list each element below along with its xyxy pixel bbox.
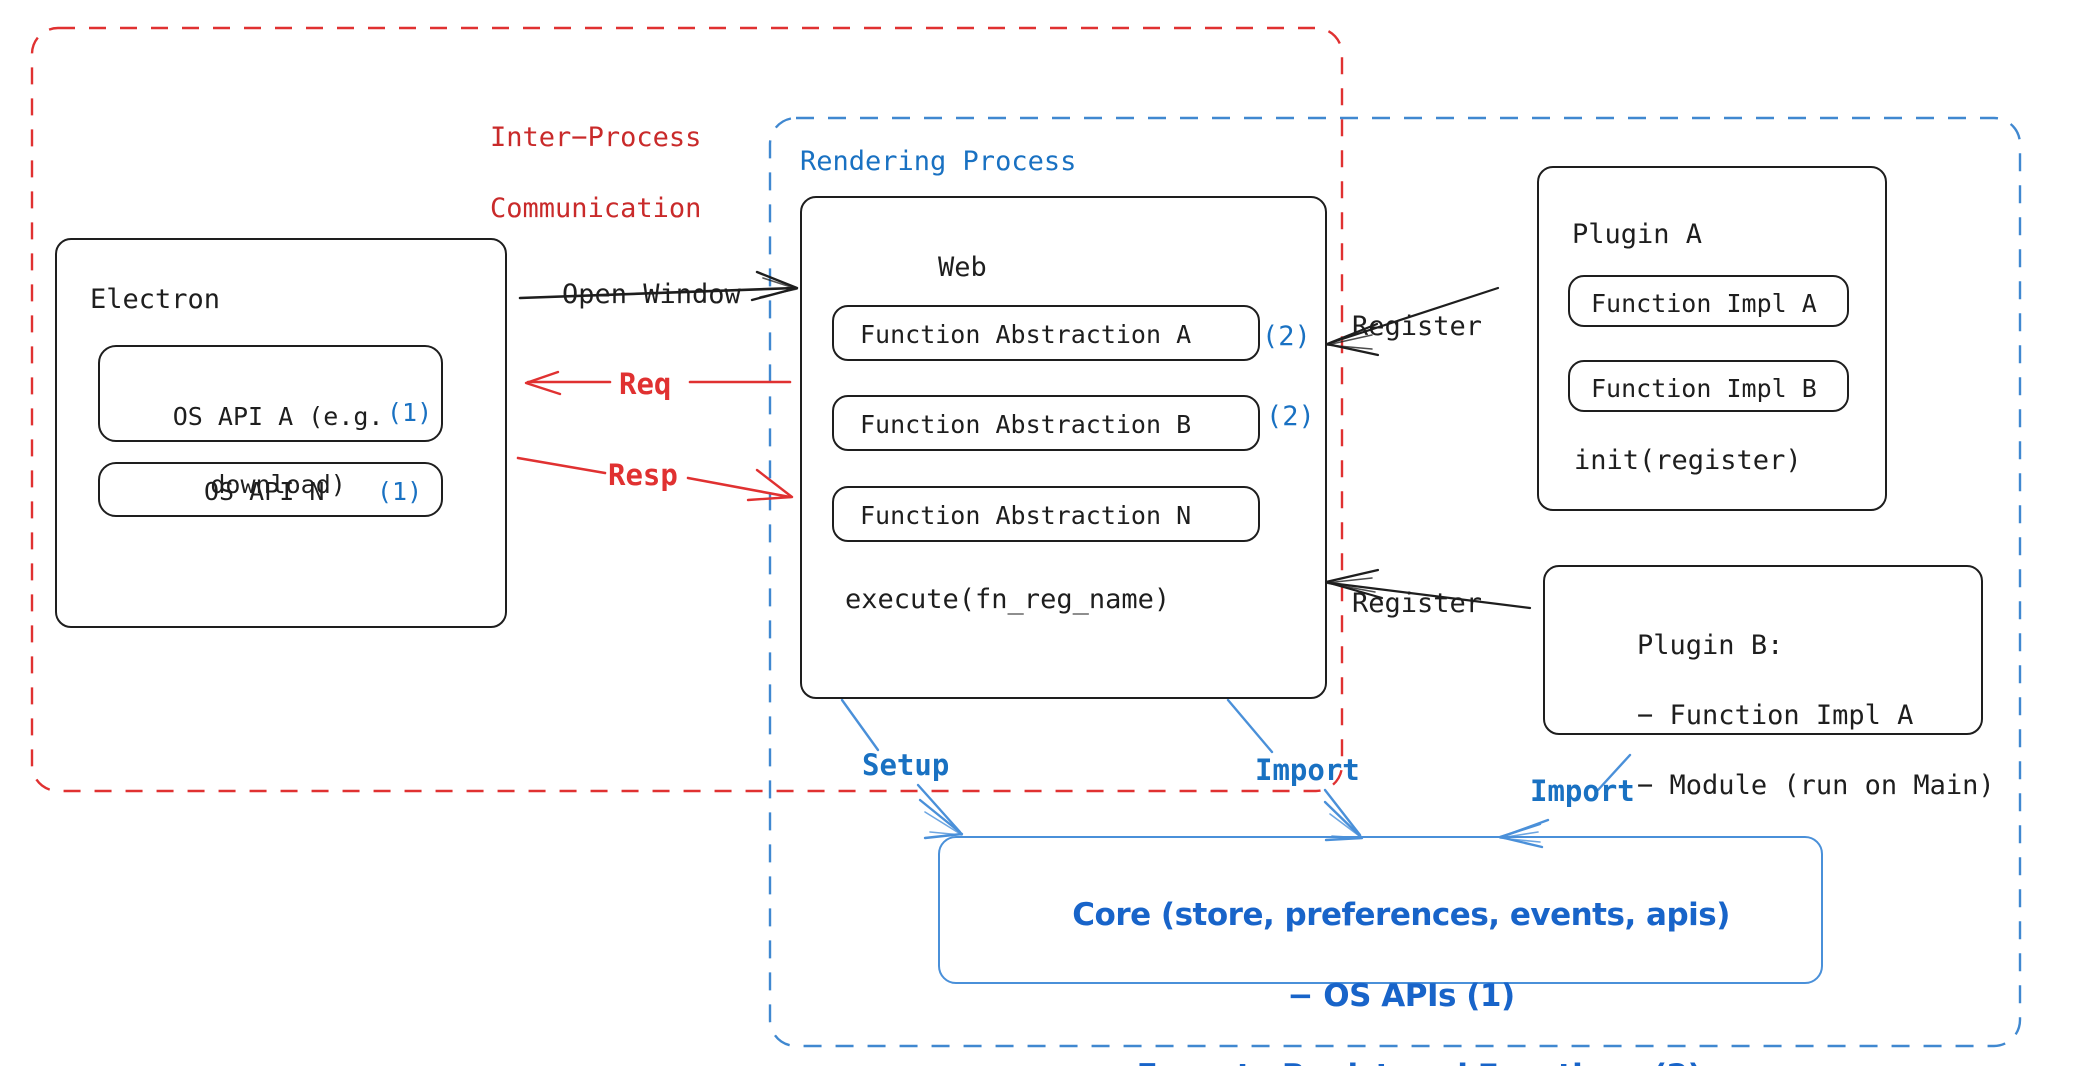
node-os-api-a-line1: OS API A (e.g. [172, 402, 384, 431]
rendering-process-region-label: Rendering Process [800, 146, 1077, 177]
node-function-abstraction-a-badge: (2) [1262, 321, 1311, 352]
node-os-api-a-badge: (1) [387, 398, 433, 427]
node-electron[interactable] [55, 238, 507, 628]
node-function-abstraction-b-badge: (2) [1266, 401, 1315, 432]
node-function-impl-b-label: Function Impl B [1591, 374, 1817, 403]
node-function-abstraction-n[interactable] [832, 486, 1260, 542]
edge-req-label: Req [619, 367, 672, 401]
node-web-footer: execute(fn_reg_name) [845, 584, 1171, 615]
node-function-abstraction-b[interactable] [832, 395, 1260, 451]
node-os-api-n-label: OS API N [204, 477, 325, 506]
ipc-region-label-line1: Inter−Process [490, 121, 702, 153]
node-os-api-n-badge: (1) [377, 477, 423, 506]
edge-register-plugin-a-label: Register [1352, 311, 1483, 342]
node-plugin-a-footer: init(register) [1574, 445, 1802, 476]
node-core-line1: Core (store, preferences, events, apis) [1072, 897, 1730, 934]
node-core-line3: − Execute Registered Functions (2) [1101, 1058, 1702, 1066]
node-plugin-a-title: Plugin A [1572, 219, 1703, 250]
node-function-impl-a[interactable] [1568, 275, 1849, 327]
node-core-label: Core (store, preferences, events, apis) … [938, 855, 1823, 1066]
edge-setup-label: Setup [862, 748, 950, 782]
node-function-impl-a-label: Function Impl A [1591, 289, 1817, 318]
edge-resp-label: Resp [608, 458, 678, 492]
node-core-line2: − OS APIs (1) [1287, 977, 1516, 1014]
node-function-abstraction-a[interactable] [832, 305, 1260, 361]
node-web[interactable] [800, 196, 1327, 699]
node-plugin-b-label: Plugin B: − Function Impl A − Module (ru… [1572, 593, 1995, 839]
ipc-region-label: Inter−Process Communication [425, 84, 701, 262]
node-electron-title: Electron [90, 284, 221, 315]
edge-register-plugin-b-label: Register [1352, 588, 1483, 619]
node-plugin-a[interactable] [1537, 166, 1887, 511]
node-function-abstraction-a-label: Function Abstraction A [860, 320, 1192, 349]
node-web-title: Web [938, 252, 987, 283]
node-plugin-b-line3: − Module (run on Main) [1637, 770, 1995, 802]
node-os-api-a[interactable] [98, 345, 443, 442]
edge-import-web-label: Import [1255, 753, 1360, 787]
node-os-api-n[interactable] [98, 462, 443, 517]
node-function-abstraction-n-label: Function Abstraction N [860, 501, 1192, 530]
node-plugin-b-line2: − Function Impl A [1637, 700, 1914, 732]
edge-open-window-label: Open Window [562, 279, 741, 310]
edge-import-plugin-b-label: Import [1530, 774, 1635, 808]
node-function-abstraction-b-label: Function Abstraction B [860, 410, 1192, 439]
node-os-api-a-line2: download) [210, 470, 346, 499]
ipc-region-label-line2: Communication [490, 192, 702, 224]
node-plugin-b-line1: Plugin B: [1637, 630, 1784, 662]
node-core[interactable] [938, 836, 1823, 984]
node-os-api-a-label: OS API A (e.g. download) [108, 366, 388, 536]
node-function-impl-b[interactable] [1568, 360, 1849, 412]
node-plugin-b[interactable] [1543, 565, 1983, 735]
